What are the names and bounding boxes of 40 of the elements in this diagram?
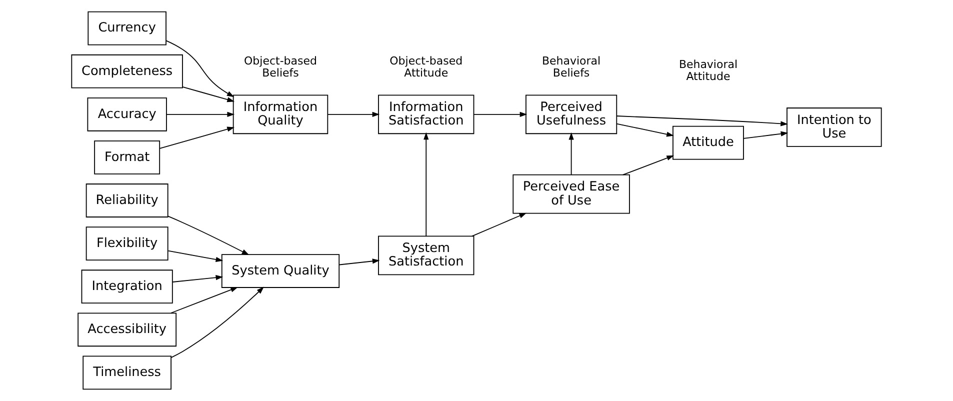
node-box: Flexibility [86,226,168,260]
node-box: System Satisfaction [378,236,474,276]
node-box: Information Satisfaction [378,94,474,134]
arrow [743,131,788,139]
arrow [339,258,380,266]
node-box: Information Quality [232,94,328,134]
arrow [424,132,429,237]
arrow [166,112,235,117]
arrow [616,123,674,137]
node-box: Perceived Usefulness [526,94,618,134]
node-box: Attitude [672,126,744,160]
arrow [168,250,224,262]
node-box: Reliability [86,184,168,218]
node-box: System Quality [221,254,340,288]
node-box: Perceived Ease of Use [512,174,630,214]
arrow [159,126,234,149]
arrow [568,132,574,176]
node-box: Intention to Use [786,108,882,147]
node-box: Currency [88,11,166,46]
arrow [327,112,380,117]
label: Behavioral Beliefs [542,54,601,80]
node-box: Format [94,140,160,174]
node-box: Timeliness [82,356,172,390]
label: Behavioral Attitude [678,58,738,84]
label: Object-based Attitude [390,54,463,80]
arrow [170,286,264,358]
node-box: Integration [81,270,173,304]
label: Object-based Beliefs [244,54,317,80]
arrow [472,212,527,237]
arrow [172,275,224,282]
node-box: Accuracy [87,97,167,132]
node-box: Completeness [71,54,183,88]
arrow [166,40,234,98]
arrow [168,216,250,256]
arrow [622,155,674,176]
arrow [182,86,235,102]
arrow [616,116,788,126]
arrow [170,287,238,314]
arrow [474,112,528,117]
node-box: Accessibility [78,312,177,347]
